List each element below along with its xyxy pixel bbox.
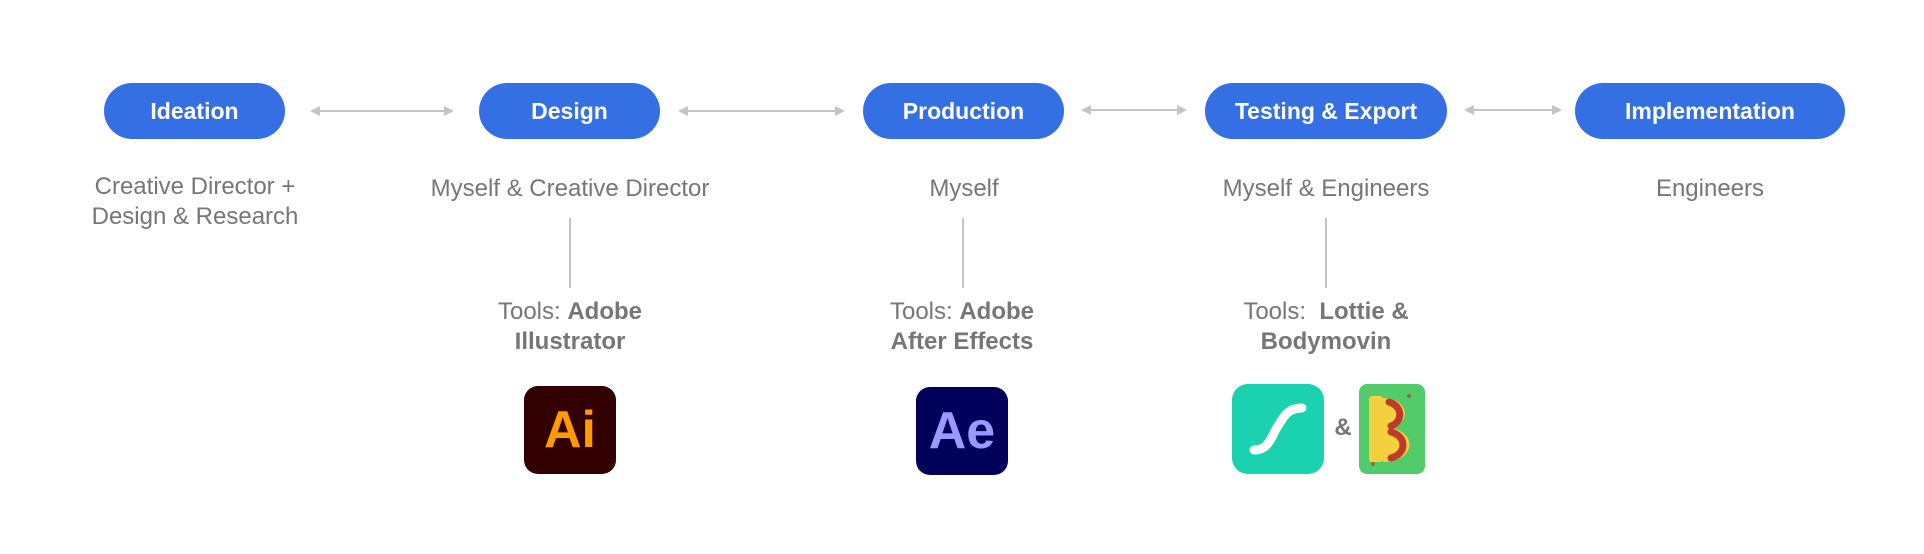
tools-separator: & [1334, 414, 1352, 441]
connector-testing-tools [1325, 218, 1327, 288]
tools-design-name-1: Adobe [567, 298, 643, 325]
tools-production-name-1: Adobe [959, 298, 1035, 325]
tools-design-prefix: Tools: [497, 298, 568, 325]
adobe-after-effects-icon: Ae [916, 387, 1008, 475]
stage-production-label: Production [902, 97, 1025, 124]
stage-testing-export: Testing & Export [1205, 83, 1447, 139]
role-ideation-line1: Creative Director + [94, 173, 296, 200]
role-ideation: Creative Director + Design & Research [44, 172, 346, 232]
tools-design: Tools: Adobe Illustrator [440, 297, 700, 357]
connector-design-tools [569, 218, 571, 288]
tools-testing-name-2: Bodymovin [1260, 328, 1392, 355]
tools-testing-name-1: Lottie & [1319, 298, 1409, 325]
lottie-glyph [1249, 403, 1307, 455]
lottie-icon [1232, 384, 1324, 474]
stage-ideation: Ideation [104, 83, 285, 139]
tools-production: Tools: Adobe After Effects [832, 297, 1092, 357]
stage-design-label: Design [531, 97, 608, 124]
adobe-illustrator-icon-text: Ai [544, 401, 596, 459]
role-ideation-line2: Design & Research [91, 203, 299, 230]
role-design: Creative Director + Myself & Creative Di… [370, 174, 770, 204]
tools-production-name-2: After Effects [890, 328, 1034, 355]
stage-production: Production [863, 83, 1064, 139]
stage-testing-export-label: Testing & Export [1234, 97, 1418, 124]
bodymovin-icon [1359, 384, 1425, 474]
adobe-after-effects-icon-text: Ae [928, 402, 996, 460]
role-production: Myself [864, 174, 1064, 204]
tools-production-prefix: Tools: [889, 298, 960, 325]
stage-ideation-label: Ideation [150, 97, 239, 124]
tools-testing-prefix: Tools: [1243, 298, 1320, 325]
stage-design: Design [479, 83, 660, 139]
role-design-text: Myself & Creative Director [430, 175, 710, 202]
bodymovin-glyph [1369, 394, 1411, 466]
role-production-text: Myself [929, 175, 999, 202]
tools-design-name-2: Illustrator [514, 328, 626, 355]
adobe-illustrator-icon: Ai [524, 386, 616, 474]
stage-implementation: Implementation [1575, 83, 1845, 139]
role-testing-export-text: Myself & Engineers [1222, 175, 1430, 202]
role-testing-export: Myself & Engineers [1176, 174, 1476, 204]
tools-testing: Tools: Lottie & Bodymovin [1176, 297, 1476, 357]
role-implementation-text: Engineers [1655, 175, 1765, 202]
stage-implementation-label: Implementation [1625, 97, 1795, 124]
role-implementation: Engineers [1610, 174, 1810, 204]
connector-production-tools [962, 218, 964, 288]
